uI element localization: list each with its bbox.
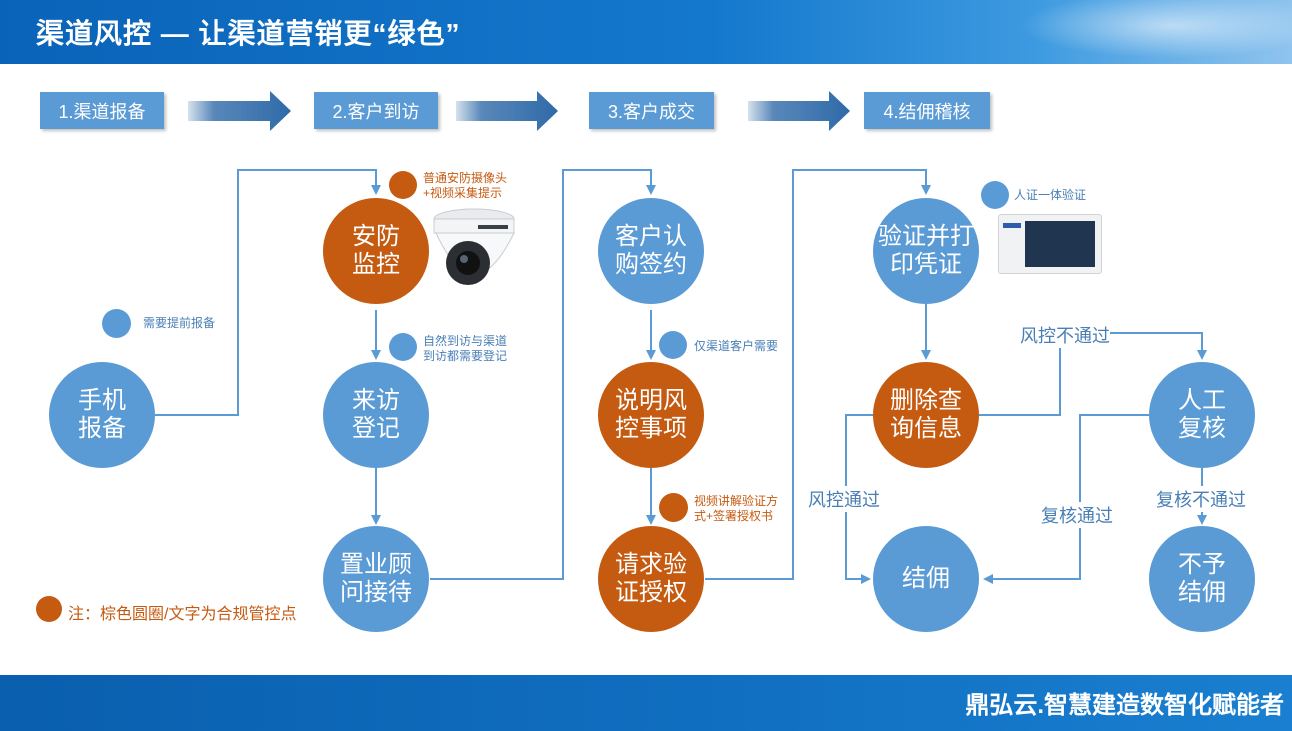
note-dot — [981, 181, 1009, 209]
node-security-monitor: 安防 监控 — [323, 198, 429, 304]
node-visit-register: 来访 登记 — [323, 362, 429, 468]
step-1: 1.渠道报备 — [40, 92, 164, 129]
step-3: 3.客户成交 — [589, 92, 714, 129]
edge-consultant-to-subscribe — [430, 169, 656, 580]
note-dot — [389, 333, 417, 361]
label-review-fail: 复核不通过 — [1156, 486, 1246, 512]
security-camera-image — [433, 208, 515, 285]
note-video-explain: 视频讲解验证方 式+签署授权书 — [694, 494, 779, 523]
node-commission: 结佣 — [873, 526, 979, 632]
edge-review-to-commission — [983, 414, 1150, 584]
step-arrow-1 — [188, 91, 291, 131]
label-risk-pass: 风控通过 — [808, 486, 880, 512]
note-dot — [102, 309, 131, 338]
device-logo — [1003, 223, 1021, 228]
node-verify-print: 验证并打 印凭证 — [873, 198, 979, 304]
id-verification-device-image — [998, 214, 1102, 274]
note-id-verify: 人证一体验证 — [1014, 188, 1087, 202]
note-camera: 普通安防摄像头 +视频采集提示 — [423, 171, 508, 200]
legend-text: 注：棕色圆圈/文字为合规管控点 — [68, 606, 297, 623]
label-review-pass: 复核通过 — [1041, 502, 1113, 528]
note-pre-report: 需要提前报备 — [143, 316, 216, 330]
label-risk-fail: 风控不通过 — [1020, 322, 1110, 348]
legend-dot — [36, 596, 62, 622]
step-2: 2.客户到访 — [314, 92, 438, 129]
footer-bar: 鼎弘云.智慧建造数智化赋能者 — [0, 675, 1292, 731]
footer-slogan: 鼎弘云.智慧建造数智化赋能者 — [965, 692, 1284, 719]
node-explain-risk: 说明风 控事项 — [598, 362, 704, 468]
node-no-commission: 不予 结佣 — [1149, 526, 1255, 632]
note-dot — [659, 331, 687, 359]
node-delete-query: 删除查 询信息 — [873, 362, 979, 468]
node-phone-report: 手机 报备 — [49, 362, 155, 468]
note-channel-only: 仅渠道客户需要 — [694, 339, 779, 353]
page-title: 渠道风控 — 让渠道营销更“绿色” — [36, 18, 461, 49]
edge-phone-to-security — [153, 169, 381, 416]
edge-request-to-verify — [705, 169, 931, 580]
note-dot — [659, 493, 688, 522]
node-customer-subscribe: 客户认 购签约 — [598, 198, 704, 304]
node-manual-review: 人工 复核 — [1149, 362, 1255, 468]
step-4: 4.结佣稽核 — [864, 92, 990, 129]
node-consultant-reception: 置业顾 问接待 — [323, 526, 429, 632]
note-register-all: 自然到访与渠道 到访都需要登记 — [423, 334, 508, 363]
note-dot — [389, 171, 417, 199]
header-bar: 渠道风控 — 让渠道营销更“绿色” — [0, 0, 1292, 64]
step-arrow-2 — [456, 91, 558, 131]
step-arrow-3 — [748, 91, 850, 131]
device-screen — [1025, 221, 1095, 267]
node-request-auth: 请求验 证授权 — [598, 526, 704, 632]
world-map-decoration — [992, 0, 1292, 64]
